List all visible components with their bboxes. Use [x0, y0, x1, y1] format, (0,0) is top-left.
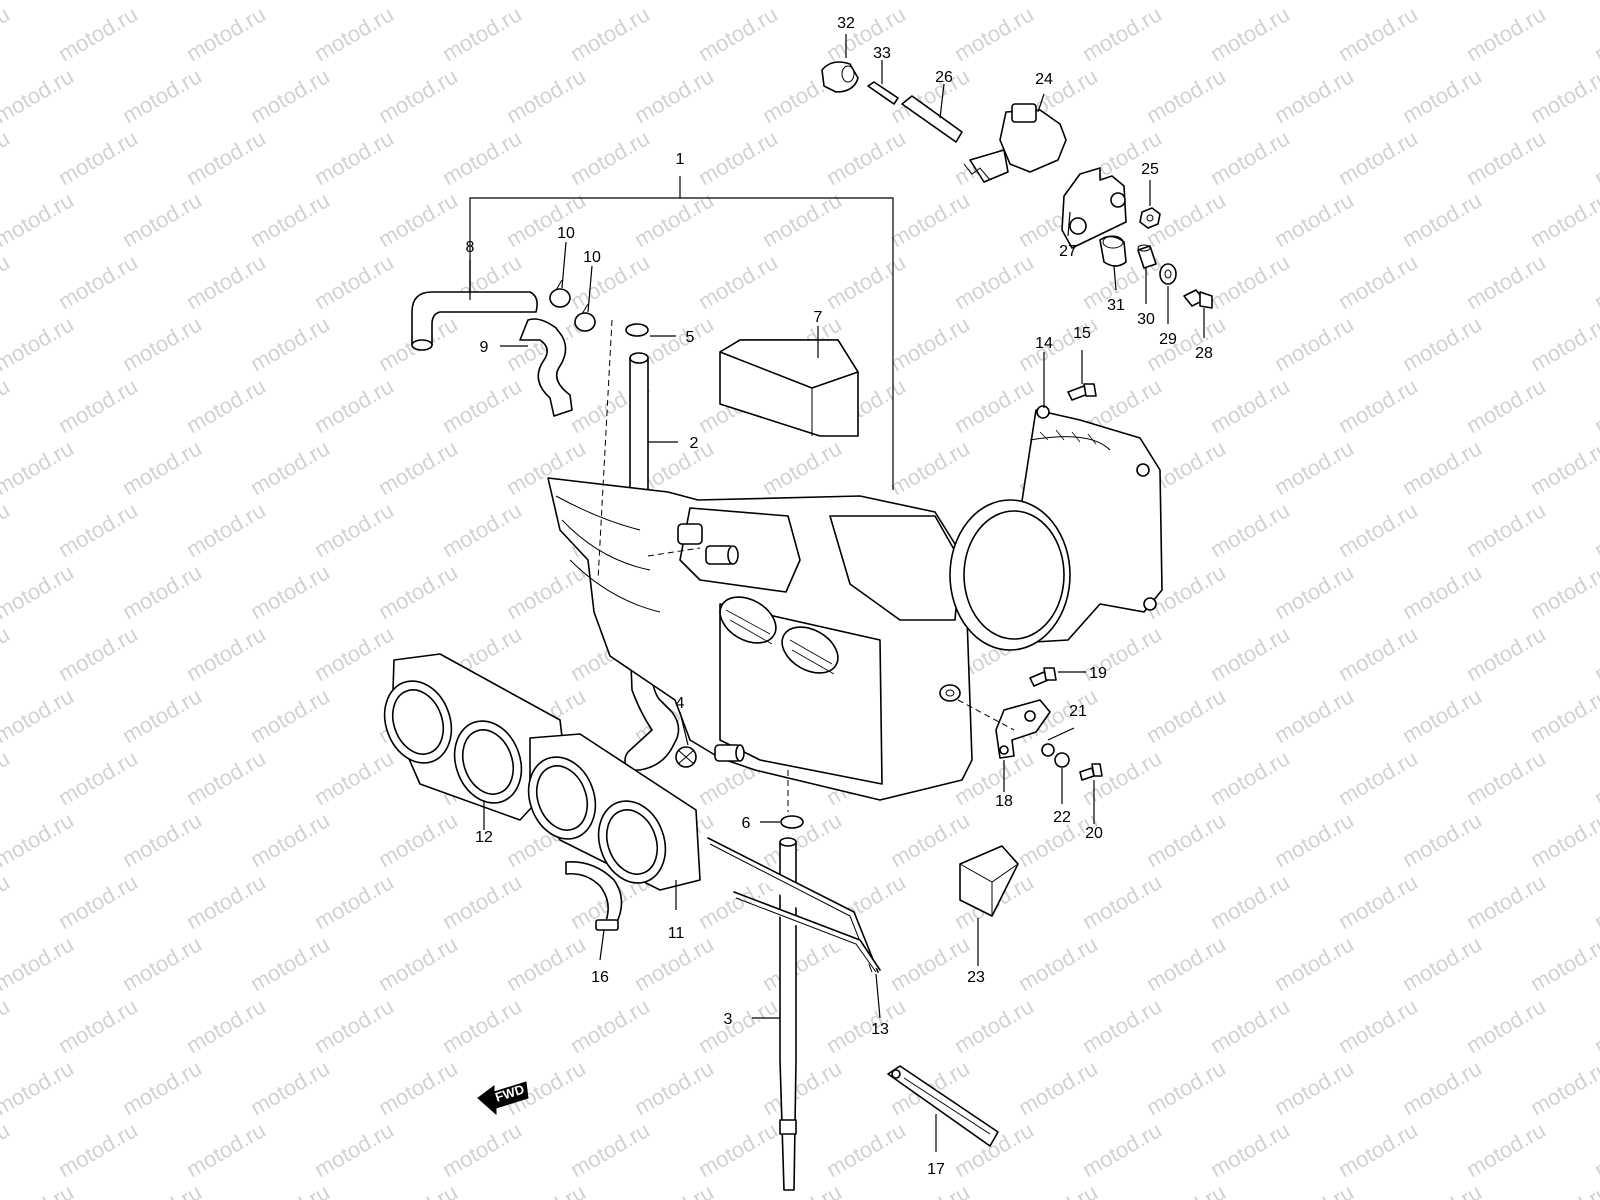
part-20-screw	[1079, 763, 1103, 781]
part-24-valve	[963, 103, 1067, 183]
callout-16: 16	[591, 969, 609, 986]
part-26-tube	[901, 95, 963, 143]
part-27-bracket-plate	[1061, 167, 1127, 249]
part-5-clamp	[625, 323, 649, 337]
callout-9: 9	[480, 339, 489, 356]
callout-27: 27	[1059, 243, 1077, 260]
callout-8: 8	[466, 239, 475, 256]
callout-10a: 10	[557, 225, 575, 242]
leader-lines	[469, 34, 1205, 1152]
airbox-body	[547, 477, 973, 801]
part-13-seal-strips	[707, 837, 881, 973]
callout-numbers: 1 2 3 4 5 6 7 8 9 10 10 11 12 13 14 15 1…	[466, 15, 1213, 1178]
part-17-strap	[887, 1065, 999, 1147]
part-11-intake-boots	[527, 733, 701, 891]
callout-11: 11	[668, 925, 685, 942]
callout-21: 21	[1069, 703, 1087, 720]
assembly-center-lines	[597, 319, 1015, 812]
callout-33: 33	[873, 45, 891, 62]
part-30-collar	[1137, 244, 1157, 269]
callout-2: 2	[690, 435, 699, 452]
part-25-nut	[1139, 207, 1161, 229]
callout-19: 19	[1089, 665, 1107, 682]
part-15-screw	[1067, 383, 1097, 401]
callout-18: 18	[995, 793, 1013, 810]
part-28-bolt	[1183, 289, 1213, 309]
part-10-clips	[549, 279, 596, 332]
callout-24: 24	[1035, 71, 1053, 88]
callout-12: 12	[475, 829, 493, 846]
callout-15: 15	[1073, 325, 1091, 342]
part-29-washer	[1159, 263, 1177, 285]
part-23-foam-pad	[959, 845, 1019, 917]
callout-14: 14	[1035, 335, 1053, 352]
part-4-clip	[675, 746, 697, 768]
part-1-group-bracket	[469, 176, 894, 490]
callout-20: 20	[1085, 825, 1103, 842]
callout-32: 32	[837, 15, 855, 32]
part-22-collar	[1054, 752, 1070, 768]
callout-10b: 10	[583, 249, 601, 266]
callout-31: 31	[1107, 297, 1125, 314]
callout-6: 6	[742, 815, 751, 832]
callout-30: 30	[1137, 311, 1155, 328]
part-9-hose	[519, 318, 573, 417]
callout-26: 26	[935, 69, 953, 86]
callout-5: 5	[686, 329, 695, 346]
part-12-intake-boots	[383, 653, 567, 821]
part-3-drain-tube	[779, 837, 797, 1191]
part-21-nut	[1041, 743, 1055, 757]
callout-3: 3	[724, 1011, 733, 1028]
part-31-grommet	[1099, 235, 1127, 267]
part-14-air-filter	[949, 405, 1163, 651]
part-8-hose	[411, 291, 538, 346]
parts-drawing: FWD	[383, 61, 1213, 1191]
callout-17: 17	[927, 1161, 945, 1178]
part-16-band-clamp	[565, 861, 623, 931]
part-7-foam-block	[719, 339, 859, 437]
airbox-outlet-fitting	[677, 523, 745, 762]
callout-25: 25	[1141, 161, 1159, 178]
forward-direction-arrow: FWD	[477, 1081, 529, 1116]
callout-23: 23	[967, 969, 985, 986]
part-19-screw	[1029, 667, 1057, 687]
part-33-pin	[867, 81, 899, 105]
callout-22: 22	[1053, 809, 1071, 826]
callout-1: 1	[676, 151, 685, 168]
part-18-bracket	[995, 699, 1051, 759]
part-6-clamp	[780, 815, 804, 829]
callout-7: 7	[814, 309, 823, 326]
callout-13: 13	[871, 1021, 889, 1038]
callout-29: 29	[1159, 331, 1177, 348]
callout-4: 4	[676, 695, 685, 712]
callout-28: 28	[1195, 345, 1213, 362]
part-32-grommet	[821, 61, 859, 93]
